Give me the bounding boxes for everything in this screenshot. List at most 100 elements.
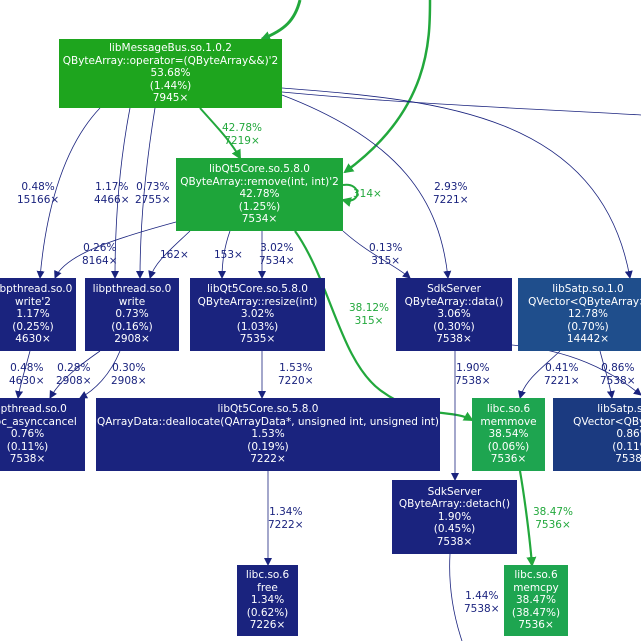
edge-label-9-line-0: 3.02%: [260, 242, 294, 254]
edge-bus-to-satp: [281, 87, 633, 279]
node-qarraydata-deallocate[interactable]: libQt5Core.so.5.8.0 QArrayData::dealloca…: [96, 398, 440, 471]
node-asynccancel-line-4: 7538×: [9, 453, 46, 466]
node-sdkserver-detach-line-4: 7538×: [436, 535, 473, 548]
node-libsatp-qvector-2-line-3: (0.11%): [612, 440, 641, 453]
node-qbytearray-remove-line-1: QByteArray::remove(int, int)'2: [180, 175, 339, 188]
node-libpthread-write-line-1: write: [118, 295, 146, 308]
node-sdkserver-data-line-3: (0.30%): [433, 320, 475, 333]
edge-write2-to-async: [15, 350, 31, 399]
node-libsatp-qvector-2-line-1: QVector<QByteArray>: [573, 415, 641, 428]
node-libmessagebus-line-1: QByteArray::operator=(QByteArray&&)'2: [62, 54, 279, 67]
edge-label-14: 0.30%2908×: [111, 362, 147, 387]
edge-label-2-line-0: 0.73%: [136, 181, 170, 193]
edge-remove-to-resize: [218, 230, 231, 279]
edge-bus-to-write2: [36, 107, 101, 279]
node-libc-memcpy-line-4: 7536×: [518, 619, 554, 632]
node-libsatp-qvector-2[interactable]: libSatp.so.1.0 QVector<QByteArray> 0.86%…: [553, 398, 641, 471]
edge-label-0-line-0: 0.48%: [21, 181, 55, 193]
node-qarraydata-deallocate-line-0: libQt5Core.so.5.8.0: [217, 403, 319, 416]
edge-top-in-1: [260, 0, 302, 41]
edge-label-3: 42.78%7219×: [222, 122, 262, 147]
edge-label-1-line-1: 4466×: [94, 193, 130, 206]
node-asynccancel-line-0: libpthread.so.0: [0, 403, 67, 416]
node-libc-free[interactable]: libc.so.6 free 1.34% (0.62%) 7226×: [237, 565, 298, 636]
node-sdkserver-data-line-2: 3.06%: [437, 308, 471, 321]
node-sdkserver-detach[interactable]: SdkServer QByteArray::detach() 1.90% (0.…: [392, 480, 517, 554]
edge-label-1-line-0: 1.17%: [95, 181, 129, 193]
node-libsatp-qvector-2-line-0: libSatp.so.1.0: [597, 403, 641, 416]
edge-remove-to-write: [148, 230, 191, 279]
edge-label-11-line-1: 315×: [354, 314, 384, 327]
node-sdkserver-detach-line-3: (0.45%): [433, 523, 476, 536]
node-libc-memcpy-line-1: memcpy: [513, 581, 559, 594]
node-libc-memmove[interactable]: libc.so.6 memmove 38.54% (0.06%) 7536×: [472, 398, 545, 471]
edge-label-11-line-0: 38.12%: [349, 302, 390, 314]
edge-bus-right: [281, 91, 641, 116]
edge-label-6-line-1: 8164×: [82, 254, 118, 267]
edge-label-14-line-0: 0.30%: [112, 362, 146, 374]
node-libmessagebus[interactable]: libMessageBus.so.1.0.2 QByteArray::opera…: [59, 39, 282, 108]
edge-label-6: 0.26%8164×: [82, 242, 118, 267]
edge-label-12-line-1: 4630×: [9, 374, 45, 387]
edge-label-13-line-0: 0.28%: [57, 362, 91, 374]
node-asynccancel-line-1: __libc_asynccancel: [0, 415, 77, 428]
node-libpthread-write2[interactable]: libpthread.so.0 write'2 1.17% (0.25%) 46…: [0, 278, 76, 351]
edge-write-to-async: [49, 350, 101, 399]
edge-label-2: 0.73%2755×: [135, 181, 171, 206]
edge-remove-self: [341, 183, 359, 207]
node-libc-memcpy-line-2: 38.47%: [515, 594, 557, 607]
node-asynccancel-line-2: 0.76%: [10, 428, 45, 441]
edge-label-6-line-0: 0.26%: [83, 242, 117, 254]
node-libpthread-write-line-3: (0.16%): [111, 320, 153, 333]
node-libc-free-line-3: (0.62%): [246, 606, 289, 619]
node-libmessagebus-line-0: libMessageBus.so.1.0.2: [109, 42, 232, 55]
edge-label-13: 0.28%2908×: [56, 362, 92, 387]
edge-label-13-line-1: 2908×: [56, 374, 92, 387]
edge-label-8-line-0: 153×: [214, 249, 243, 261]
node-libsatp-qvector-2-line-2: 0.86%: [616, 428, 641, 441]
node-sdkserver-detach-line-2: 1.90%: [437, 510, 472, 523]
node-qbytearray-resize-line-0: libQt5Core.so.5.8.0: [207, 283, 308, 296]
edge-label-15-line-1: 7220×: [278, 374, 314, 387]
node-qarraydata-deallocate-line-2: 1.53%: [251, 428, 285, 441]
edge-label-12-line-0: 0.48%: [10, 362, 44, 374]
edge-remove-to-memmove: [294, 230, 474, 421]
edge-bus-to-write-b: [136, 107, 156, 279]
node-qbytearray-remove-line-3: (1.25%): [238, 200, 281, 213]
node-libc-memcpy[interactable]: libc.so.6 memcpy 38.47% (38.47%) 7536×: [504, 565, 568, 636]
node-libpthread-write[interactable]: libpthread.so.0 write 0.73% (0.16%) 2908…: [85, 278, 179, 351]
edge-label-20-line-0: 38.47%: [533, 506, 574, 518]
node-libsatp-qvector-line-0: libSatp.so.1.0: [552, 283, 624, 296]
node-qarraydata-deallocate-line-4: 7222×: [250, 453, 286, 466]
edge-memmove-to-memcpy: [518, 470, 537, 567]
node-sdkserver-data-line-0: SdkServer: [427, 283, 481, 296]
edge-label-16-line-0: 1.90%: [456, 362, 490, 374]
edge-label-10: 0.13%315×: [369, 242, 402, 267]
node-asynccancel[interactable]: libpthread.so.0 __libc_asynccancel 0.76%…: [0, 398, 85, 471]
edge-label-21-line-0: 1.44%: [465, 590, 499, 602]
edge-label-21-line-1: 7538×: [464, 602, 500, 615]
node-libsatp-qvector-2-line-4: 7538×: [615, 453, 641, 466]
edge-bus-to-remove: [199, 107, 241, 160]
node-libsatp-qvector-line-2: 12.78%: [567, 308, 609, 321]
node-qarraydata-deallocate-line-1: QArrayData::deallocate(QArrayData*, unsi…: [96, 415, 440, 428]
node-sdkserver-data-line-4: 7538×: [436, 333, 472, 346]
node-qbytearray-resize[interactable]: libQt5Core.so.5.8.0 QByteArray::resize(i…: [190, 278, 325, 351]
edge-label-11: 38.12%315×: [349, 302, 389, 327]
edge-label-8: 153×: [214, 249, 243, 262]
node-sdkserver-detach-line-1: QByteArray::detach(): [398, 498, 511, 511]
node-sdkserver-data[interactable]: SdkServer QByteArray::data() 3.06% (0.30…: [396, 278, 512, 351]
node-qbytearray-resize-line-4: 7535×: [239, 333, 276, 346]
edge-label-17-line-0: 0.41%: [545, 362, 579, 374]
node-libsatp-qvector[interactable]: libSatp.so.1.0 QVector<QByteArray> 12.78…: [518, 278, 641, 351]
node-qbytearray-remove[interactable]: libQt5Core.so.5.8.0 QByteArray::remove(i…: [176, 158, 343, 231]
edge-label-17: 0.41%7221×: [544, 362, 580, 387]
edge-label-7: 162×: [160, 249, 189, 262]
edge-label-2-line-1: 2755×: [135, 193, 171, 206]
edge-satp-to-memmove: [518, 350, 561, 399]
node-libpthread-write2-line-1: write'2: [15, 295, 51, 308]
node-libc-free-line-1: free: [257, 581, 278, 594]
edge-label-3-line-0: 42.78%: [222, 122, 263, 134]
edge-label-18-line-1: 7538×: [600, 374, 636, 387]
edge-label-20: 38.47%7536×: [533, 506, 573, 531]
